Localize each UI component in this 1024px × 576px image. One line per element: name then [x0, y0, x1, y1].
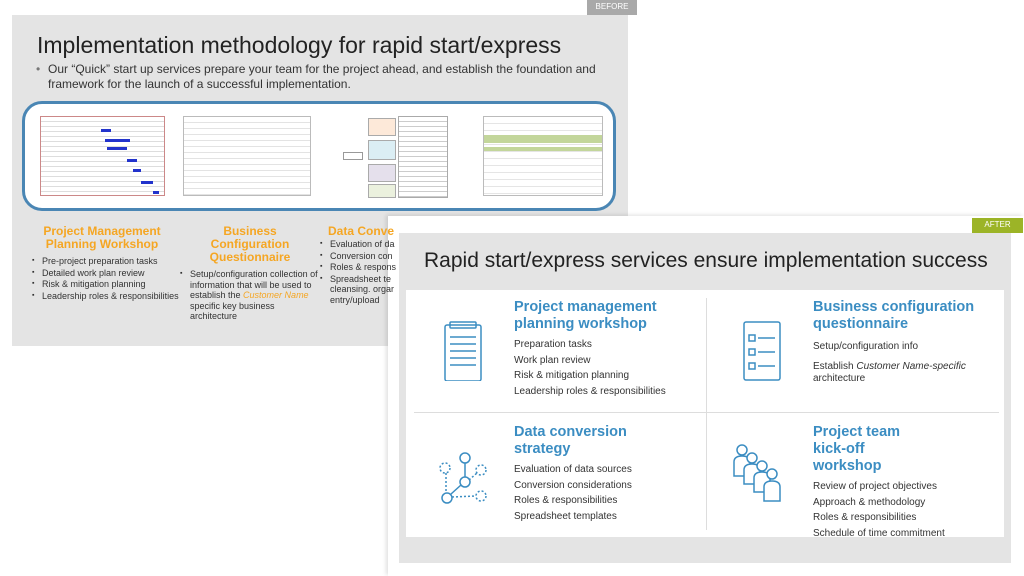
item-text: architecture [813, 373, 866, 384]
after-title: Rapid start/express services ensure impl… [424, 249, 988, 272]
item-text: Setup/configuration collection of inform… [190, 269, 318, 300]
cell-title: Project team kick-off workshop [813, 424, 901, 474]
cell-title: Business configuration questionnaire [813, 299, 975, 332]
item-text: Establish [813, 361, 857, 372]
gantt-chart-thumbnail [40, 116, 165, 196]
clipboard-icon [444, 321, 482, 381]
item-text: specific key business architecture [190, 300, 275, 322]
list-item: Approach & methodology [813, 496, 926, 508]
customer-name-highlight: Customer Name [243, 290, 309, 300]
team-icon [733, 444, 781, 502]
column-title: Business Configuration Questionnaire [209, 224, 291, 264]
list-item: Leadership roles & responsibilities [514, 385, 666, 397]
list-item: Detailed work plan review [32, 268, 172, 279]
checklist-icon [743, 321, 781, 381]
form-thumbnail [483, 116, 603, 196]
before-columns: Project Management Planning Workshop Pre… [32, 225, 452, 325]
list-item: Leadership roles & responsibilities [32, 291, 179, 302]
before-title: Implementation methodology for rapid sta… [37, 32, 562, 58]
before-column-dc: Data Conve Evaluation of da Conversion c… [320, 225, 430, 306]
customer-name-text: Customer Name-specific [856, 361, 966, 372]
list-item: Evaluation of da [320, 239, 430, 250]
before-column-pm: Project Management Planning Workshop Pre… [32, 224, 179, 302]
list-item: Roles & responsibilities [813, 512, 917, 523]
list-item: Spreadsheet templates [514, 510, 617, 522]
list-item: Conversion considerations [514, 479, 632, 491]
list-item: Conversion con [320, 251, 430, 262]
cell-title: Project management planning workshop [514, 299, 657, 332]
list-item: Preparation tasks [514, 339, 592, 350]
column-title: Project Management Planning Workshop [43, 224, 161, 251]
list-item: Work plan review [514, 354, 591, 366]
vertical-divider [706, 298, 707, 530]
configuration-table-thumbnail [183, 116, 311, 196]
list-item: Setup/configuration collection of inform… [180, 269, 320, 322]
list-item: Establish Customer Name-specific archite… [813, 361, 983, 385]
list-item: Setup/configuration info [813, 341, 919, 352]
before-slide: Implementation methodology for rapid sta… [12, 15, 628, 346]
list-item: Evaluation of data sources [514, 464, 632, 475]
list-item: Risk & mitigation planning [514, 370, 630, 381]
list-item: Roles & respons [320, 262, 430, 273]
network-icon [439, 452, 487, 504]
after-slide: Rapid start/express services ensure impl… [399, 233, 1011, 563]
thumbnail-strip [22, 101, 616, 211]
cell-title: Data conversion strategy [514, 424, 627, 457]
before-column-bc: Business Configuration Questionnaire Set… [180, 225, 320, 323]
services-grid: Project management planning workshop Pre… [406, 290, 1004, 539]
list-item: Roles & responsibilities [514, 495, 618, 506]
horizontal-divider [414, 412, 999, 413]
list-item: Pre-project preparation tasks [32, 256, 172, 267]
column-title: Data Conve [328, 224, 395, 238]
after-tag: AFTER [972, 218, 1023, 233]
strategy-tree-thumbnail [343, 116, 463, 198]
before-tag: BEFORE [587, 0, 637, 15]
list-item: Spreadsheet te cleansing. orgar entry/up… [320, 274, 398, 306]
list-item: Review of project objectives [813, 481, 937, 492]
before-intro: Our “Quick” start up services prepare yo… [34, 62, 604, 92]
list-item: Schedule of time commitment [813, 527, 945, 539]
list-item: Risk & mitigation planning [32, 279, 172, 290]
